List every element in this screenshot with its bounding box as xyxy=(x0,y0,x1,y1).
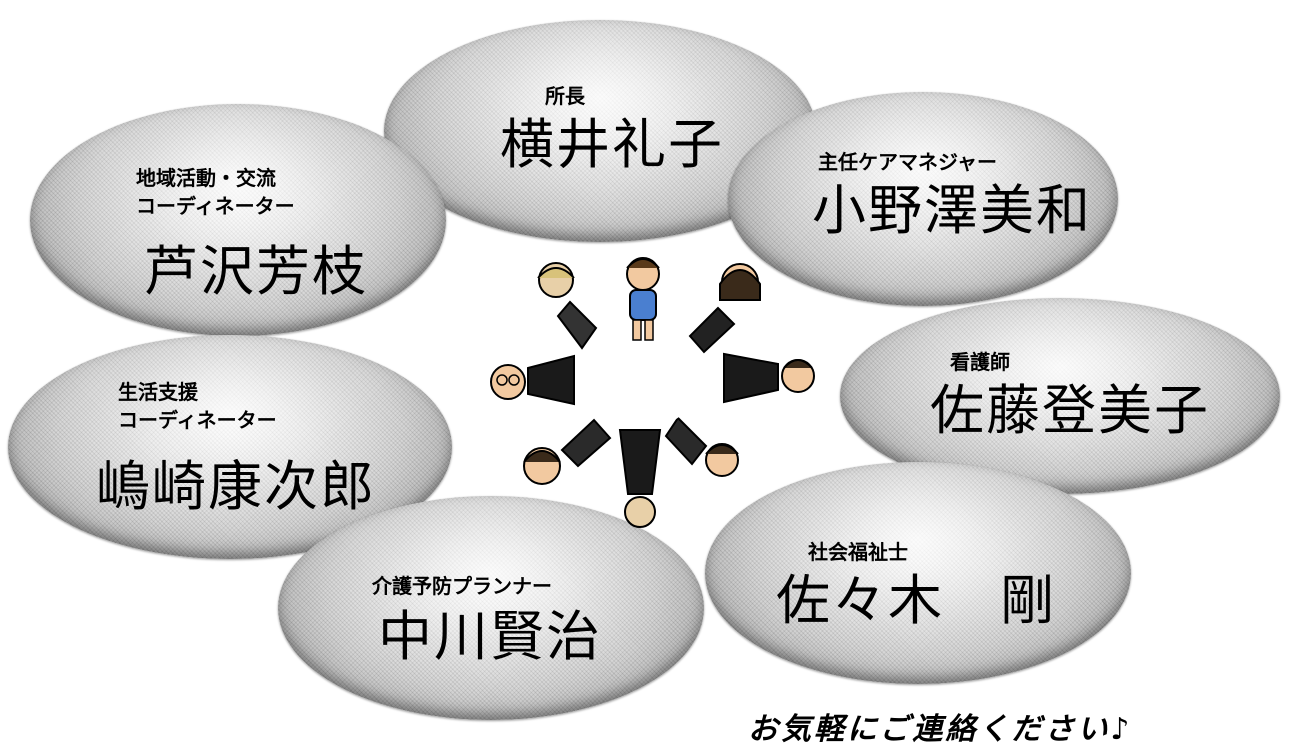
role-line: 介護予防プランナー xyxy=(372,574,552,598)
name-nurse: 佐藤登美子 xyxy=(930,379,1210,442)
ellipse-nurse xyxy=(840,298,1280,494)
figure-top-right xyxy=(688,263,761,354)
role-chief-care-manager: 主任ケアマネジャー xyxy=(818,148,997,176)
footer-message: お気軽にご連絡ください♪ xyxy=(748,712,1133,747)
role-line: 看護師 xyxy=(950,350,1010,374)
ellipse-social-worker xyxy=(705,462,1131,684)
center-space xyxy=(611,342,695,426)
role-director: 所長 xyxy=(545,82,585,110)
figure-bottom-left xyxy=(523,418,612,485)
figure-top-left xyxy=(537,262,598,350)
figure-top xyxy=(626,257,660,341)
figure-bottom xyxy=(618,429,662,528)
role-community-coordinator: 地域活動・交流 コーディネーター xyxy=(136,164,295,220)
name-chief-care-manager: 小野澤美和 xyxy=(812,179,1092,242)
role-living-support-coordinator: 生活支援 コーディネーター xyxy=(118,378,277,434)
figure-left xyxy=(490,354,575,406)
name-prevention-planner: 中川賢治 xyxy=(378,605,602,668)
figure-bottom-right xyxy=(664,416,739,477)
role-line: 生活支援 xyxy=(118,380,198,404)
role-line: 所長 xyxy=(545,84,585,108)
role-prevention-planner: 介護予防プランナー xyxy=(372,572,552,600)
ellipse-chief-care-manager xyxy=(728,92,1118,306)
role-line: 主任ケアマネジャー xyxy=(818,150,997,174)
role-social-worker: 社会福祉士 xyxy=(808,538,908,566)
people-holding-hands-circle-icon xyxy=(490,257,815,528)
name-director: 横井礼子 xyxy=(500,113,724,176)
ellipse-community-coordinator xyxy=(30,104,446,336)
name-social-worker: 佐々木 剛 xyxy=(776,569,1056,632)
figure-right xyxy=(723,352,815,404)
role-line: コーディネーター xyxy=(136,194,295,218)
role-line: コーディネーター xyxy=(118,408,277,432)
name-community-coordinator: 芦沢芳枝 xyxy=(144,240,368,303)
ellipse-prevention-planner xyxy=(278,496,704,720)
role-nurse: 看護師 xyxy=(950,348,1010,376)
name-living-support-coordinator: 嶋崎康次郎 xyxy=(96,455,376,518)
role-line: 社会福祉士 xyxy=(808,540,908,564)
role-line: 地域活動・交流 xyxy=(136,166,276,190)
